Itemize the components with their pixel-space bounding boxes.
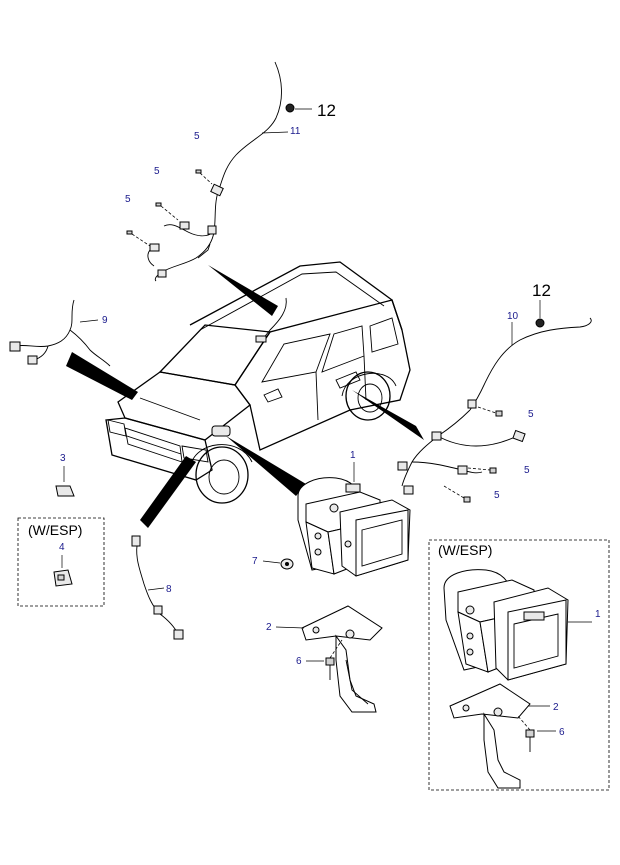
abs-hydraulic-unit-main	[297, 462, 411, 577]
bracket-2-main	[275, 605, 383, 713]
callout-7: 7	[252, 556, 258, 567]
bolt-6-main	[306, 639, 343, 680]
callout-8: 8	[166, 584, 172, 595]
grommet-7	[262, 558, 294, 570]
callout-3: 3	[60, 453, 66, 464]
esp-label-left: (W/ESP)	[28, 522, 82, 538]
nut-12-top	[285, 103, 312, 113]
callout-2-box: 2	[553, 702, 559, 713]
bolt-5-d	[477, 406, 503, 417]
callout-6-box: 6	[559, 727, 565, 738]
front-harness-8	[131, 535, 184, 640]
callout-6-main: 6	[296, 656, 302, 667]
rear-right-harness-10	[397, 300, 592, 503]
callout-5-c: 5	[125, 194, 131, 205]
callout-5-e: 5	[524, 465, 530, 476]
bolt-5-b	[155, 202, 179, 221]
bolt-5-a	[195, 169, 213, 185]
callout-5-f: 5	[494, 490, 500, 501]
callout-1-main: 1	[350, 450, 356, 461]
esp-box-left	[17, 517, 105, 607]
sensor-3	[55, 466, 75, 497]
callout-12-right: 12	[532, 281, 551, 300]
bolt-5-f	[443, 485, 471, 503]
callout-11: 11	[290, 126, 301, 137]
callout-2-main: 2	[266, 622, 272, 633]
callout-12-top: 12	[317, 101, 336, 120]
bolt-5-e	[467, 467, 497, 474]
esp-label-right: (W/ESP)	[438, 542, 492, 558]
callout-5-a: 5	[194, 131, 200, 142]
nut-12-right	[535, 300, 545, 328]
callout-1-box: 1	[595, 609, 601, 620]
callout-4: 4	[59, 542, 65, 553]
callout-5-b: 5	[154, 166, 160, 177]
callout-5-d: 5	[528, 409, 534, 420]
callout-10: 10	[507, 311, 519, 322]
callout-9: 9	[102, 315, 108, 326]
bolt-5-c	[126, 230, 151, 247]
front-sensor-harness-9	[9, 299, 111, 367]
vehicle-illustration	[66, 261, 424, 528]
rear-sensor-harness-11	[126, 61, 312, 282]
esp-box-right	[428, 539, 610, 791]
